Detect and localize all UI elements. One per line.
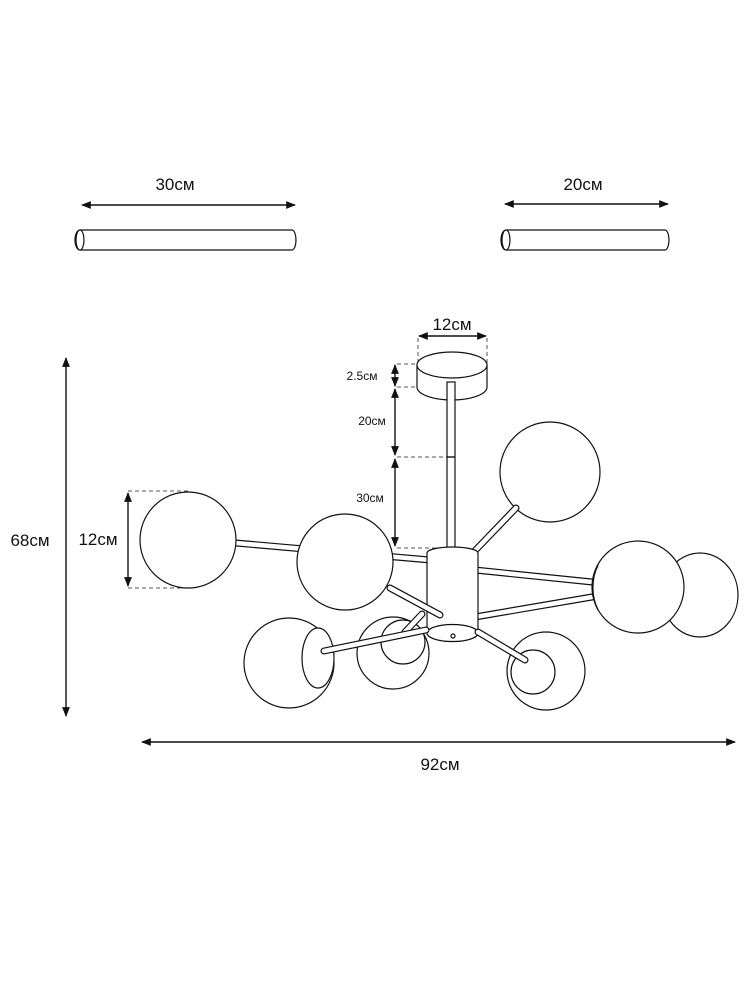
body-bottom [426, 623, 479, 643]
canopy-top [416, 351, 488, 379]
stem-rod [446, 381, 456, 553]
canopy-width-label: 12см [432, 315, 471, 334]
globe-opening [301, 627, 335, 689]
rod-shape [74, 229, 297, 251]
globe [139, 491, 237, 589]
total-height-label: 68см [10, 531, 49, 550]
canopy-height-label: 2.5см [347, 369, 378, 383]
globe-opening [592, 564, 599, 611]
screw [450, 633, 456, 639]
rod-short-label: 20см [563, 175, 602, 194]
arm [471, 566, 596, 586]
arm [320, 626, 430, 655]
chandelier [139, 351, 739, 711]
total-width-label: 92см [420, 755, 459, 774]
arm [401, 610, 426, 636]
rod-30cm: 30см [74, 175, 297, 251]
arm [471, 593, 596, 621]
rod-20cm: 20см [500, 175, 670, 251]
rod-lower-label: 30см [356, 491, 384, 505]
globe [591, 540, 685, 634]
globe-diameter-label: 12см [78, 530, 117, 549]
rod-upper-label: 20см [358, 414, 386, 428]
arm [474, 628, 529, 664]
globe [296, 513, 394, 611]
rod-shape [500, 229, 670, 251]
rod-end [501, 229, 511, 251]
rod-end [75, 229, 85, 251]
globe [499, 421, 601, 523]
arm [386, 584, 444, 619]
rod-long-label: 30см [155, 175, 194, 194]
globe-opening [380, 619, 426, 665]
